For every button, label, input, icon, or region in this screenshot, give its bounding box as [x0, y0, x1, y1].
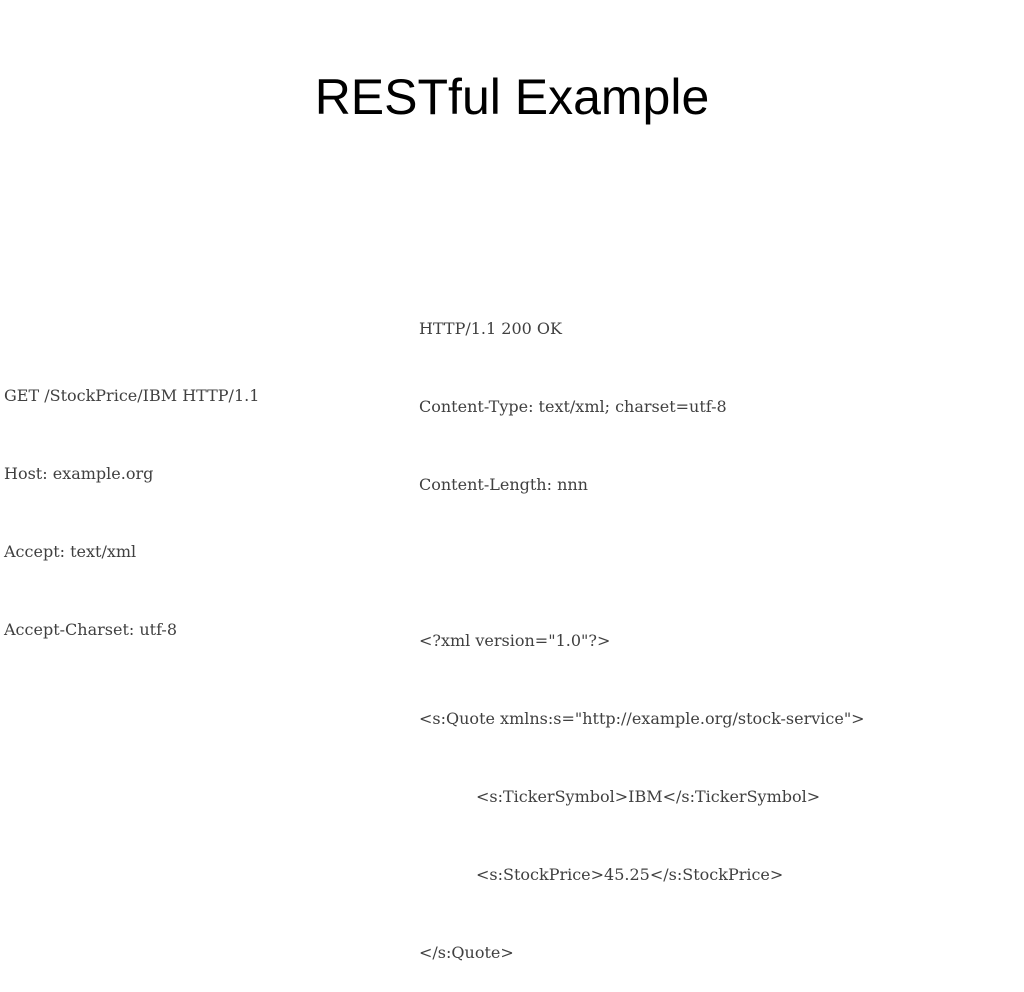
http-response-block: HTTP/1.1 200 OK Content-Type: text/xml; …	[419, 264, 865, 992]
response-content-length-header: Content-Length: nnn	[419, 475, 588, 494]
request-accept-header: Accept: text/xml	[4, 542, 137, 561]
blank-line	[419, 550, 865, 576]
xml-declaration: <?xml version="1.0"?>	[419, 631, 611, 650]
request-host-header: Host: example.org	[4, 464, 154, 483]
request-accept-charset-header: Accept-Charset: utf-8	[4, 620, 178, 639]
request-line: GET /StockPrice/IBM HTTP/1.1	[4, 386, 260, 405]
xml-quote-close-tag: </s:Quote>	[419, 943, 514, 962]
response-status-line: HTTP/1.1 200 OK	[419, 319, 562, 338]
http-request-block: GET /StockPrice/IBM HTTP/1.1 Host: examp…	[4, 331, 259, 669]
response-content-type-header: Content-Type: text/xml; charset=utf-8	[419, 397, 727, 416]
xml-quote-open-tag: <s:Quote xmlns:s="http://example.org/sto…	[419, 709, 865, 728]
xml-stock-price: <s:StockPrice>45.25</s:StockPrice>	[476, 865, 784, 884]
xml-ticker-symbol: <s:TickerSymbol>IBM</s:TickerSymbol>	[476, 787, 821, 806]
slide-title: RESTful Example	[314, 69, 710, 125]
